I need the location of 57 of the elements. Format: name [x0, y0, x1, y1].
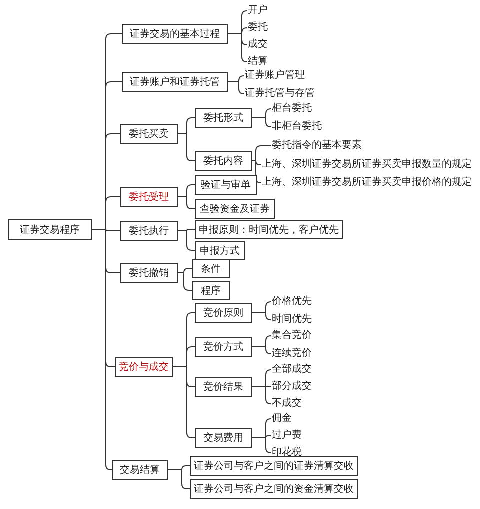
- topic-box: 交易费用: [195, 428, 252, 448]
- topic-box: 竞价原则: [195, 303, 252, 323]
- topic-box: 条件: [192, 259, 230, 278]
- topic-box: 验证与审单: [195, 175, 257, 195]
- item-label: 价格优先: [272, 295, 312, 309]
- topic-box: 申报原则：时间优先，客户优先: [195, 220, 343, 239]
- item-label: 开户: [248, 4, 268, 18]
- topic-box: 证券交易的基本过程: [122, 24, 228, 44]
- connector-line: [228, 34, 248, 62]
- item-label: 不成交: [272, 397, 302, 411]
- item-label: 证券账户管理: [245, 69, 305, 83]
- item-label: 部分成交: [272, 380, 312, 394]
- item-label: 过户费: [272, 429, 302, 443]
- topic-box: 竞价方式: [195, 337, 252, 357]
- item-label: 佣金: [272, 412, 292, 426]
- item-label: 证券托管与存管: [245, 87, 315, 101]
- connector-line: [178, 230, 196, 251]
- topic-box: 委托撤销: [120, 263, 178, 283]
- topic-box: 查验资金及证券: [195, 199, 275, 219]
- item-label: 集合竞价: [272, 329, 312, 343]
- connector-line: [252, 438, 272, 454]
- connector-line: [252, 346, 272, 354]
- topic-box: 证券公司与客户之间的证券清算交收: [190, 456, 358, 476]
- item-label: 全部成交: [272, 363, 312, 377]
- connector-line: [172, 366, 196, 438]
- item-label: 柜台委托: [272, 102, 312, 116]
- connector-line: [252, 118, 272, 128]
- connector-line: [178, 134, 196, 162]
- topic-box: 竞价结果: [195, 377, 252, 397]
- connector-line: [228, 82, 244, 94]
- topic-box: 委托内容: [195, 151, 252, 171]
- topic-box: 委托买卖: [120, 124, 178, 144]
- connector-line: [178, 272, 192, 291]
- item-label: 时间优先: [272, 313, 312, 327]
- item-label: 结算: [248, 55, 268, 69]
- topic-box: 申报方式: [195, 241, 245, 260]
- connector-line: [252, 312, 272, 320]
- item-label: 连续竞价: [272, 347, 312, 361]
- topic-box: 证券公司与客户之间的资金清算交收: [190, 479, 358, 499]
- topic-box: 竞价与成交: [115, 357, 173, 377]
- item-label: 上海、深圳证券交易所证券买卖申报价格的规定: [262, 176, 472, 190]
- topic-box: 证券交易程序: [8, 219, 92, 240]
- connector-line: [168, 470, 190, 490]
- connector-line: [92, 229, 112, 470]
- item-label: 成交: [248, 38, 268, 52]
- connector-line: [178, 196, 196, 210]
- item-label: 非柜台委托: [272, 120, 322, 134]
- topic-box: 交易结算: [112, 460, 168, 480]
- item-label: 委托: [248, 21, 268, 35]
- item-label: 上海、深圳证券交易所证券买卖申报数量的规定: [262, 158, 472, 172]
- topic-box: 委托受理: [120, 187, 178, 207]
- connector-line: [252, 386, 272, 404]
- topic-box: 证券账户和证券托管: [122, 72, 228, 92]
- item-label: 委托指令的基本要素: [272, 139, 362, 153]
- topic-box: 委托执行: [120, 221, 178, 241]
- topic-box: 委托形式: [195, 108, 252, 128]
- topic-box: 程序: [192, 281, 230, 300]
